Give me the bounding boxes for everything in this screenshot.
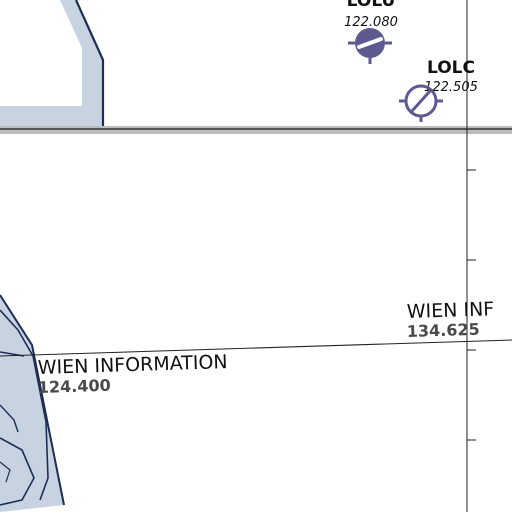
- airfield-lolu[interactable]: LOLU 122.080: [344, 0, 398, 64]
- airfield-ident: LOLC: [427, 58, 475, 78]
- fir-label-wien-information: WIEN INFORMATION 124.400: [37, 351, 227, 397]
- airfield-paved-runway-icon: [348, 28, 392, 64]
- controlled-airspace-south: [0, 294, 65, 512]
- airfield-frequency: 122.080: [344, 15, 398, 30]
- graticule-meridian: [466, 0, 476, 512]
- fir-frequency: 134.625: [407, 320, 480, 341]
- airfield-ident: LOLU: [347, 0, 396, 11]
- airfield-grass-runway-icon: [399, 84, 443, 122]
- fir-frequency: 124.400: [38, 376, 111, 397]
- fir-name: WIEN INF: [406, 298, 494, 323]
- fir-sector-boundary: [0, 339, 512, 357]
- fir-name: WIEN INFORMATION: [37, 351, 227, 379]
- airfield-frequency: 122.505: [424, 80, 478, 95]
- controlled-airspace-north: [0, 0, 105, 132]
- fir-label-wien-inf: WIEN INF 134.625: [406, 298, 494, 341]
- boundary-line: [0, 126, 512, 134]
- airfield-lolc[interactable]: LOLC 122.505: [399, 58, 478, 122]
